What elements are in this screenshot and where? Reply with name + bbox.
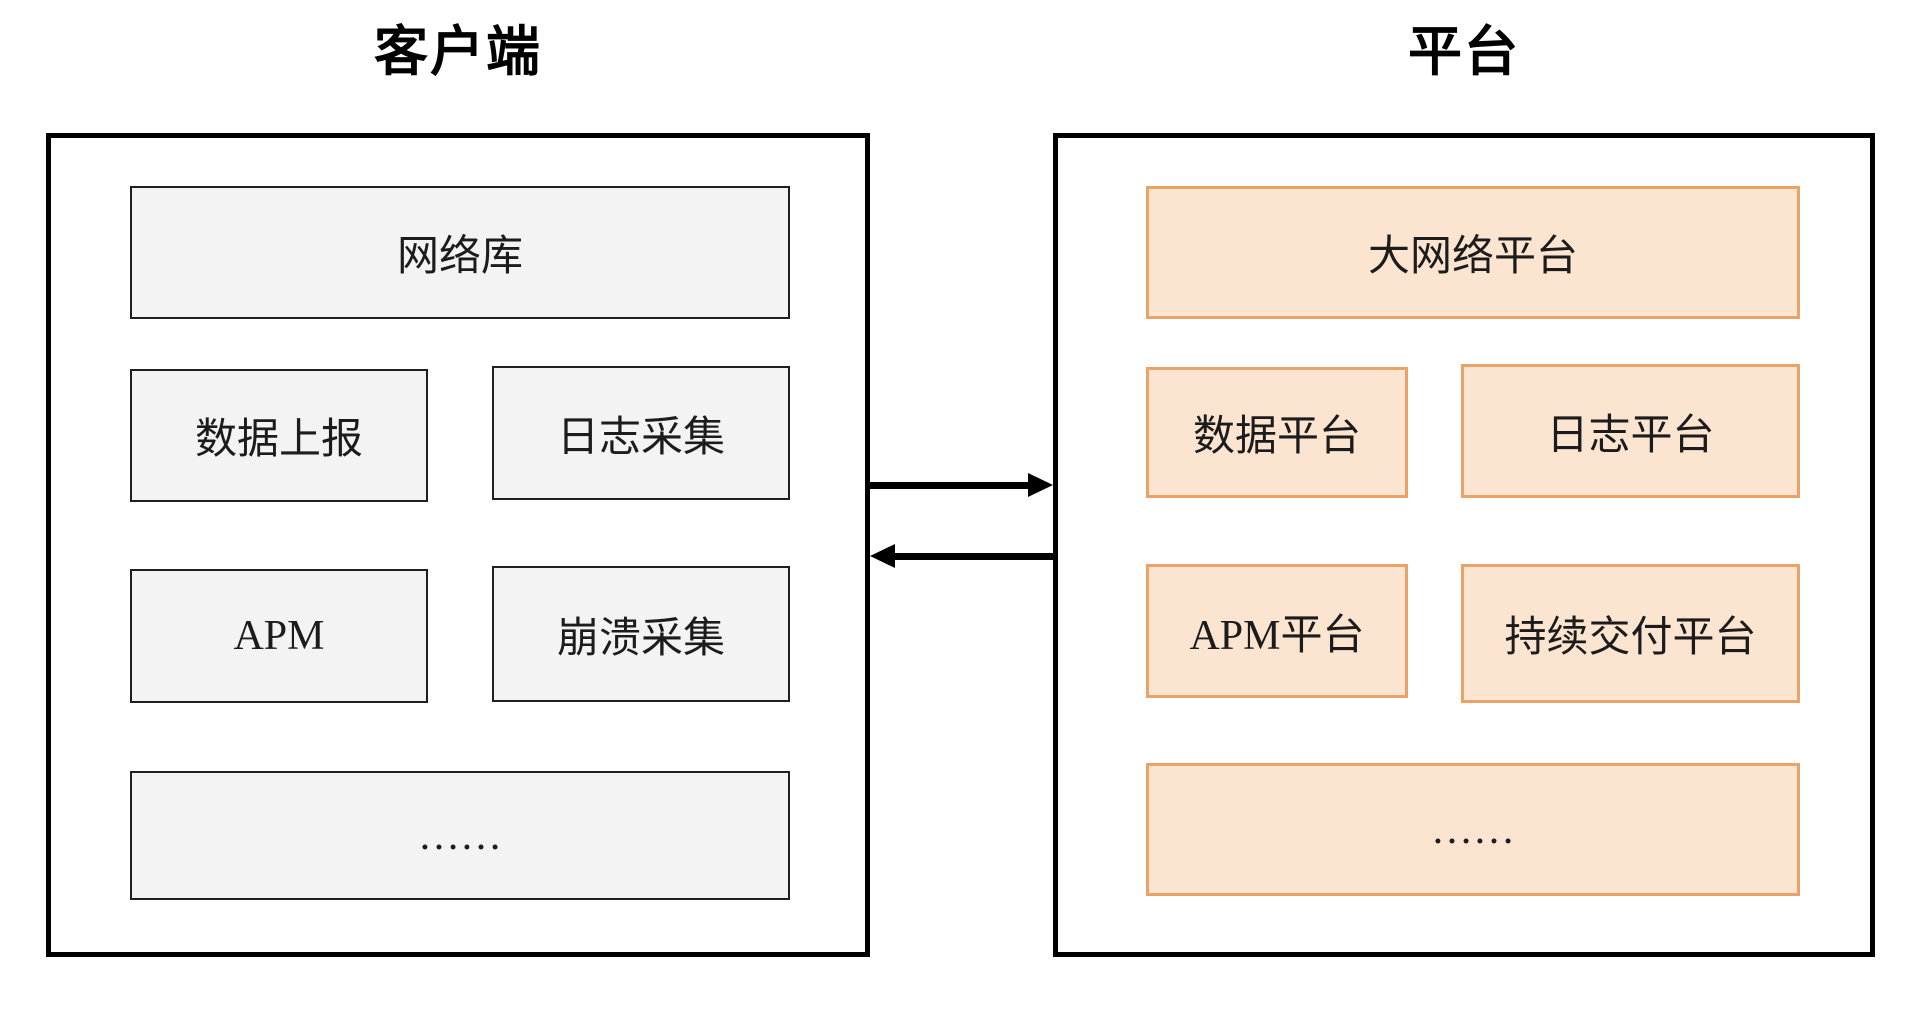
client-panel-title: 客户端	[374, 22, 542, 82]
client-box-data-report-label: 数据上报	[194, 417, 363, 463]
platform-box-big-network-platform: 大网络平台	[1146, 186, 1800, 319]
platform-box-continuous-delivery-platform: 持续交付平台	[1461, 564, 1800, 703]
platform-box-continuous-delivery-platform-label: 持续交付平台	[1504, 615, 1757, 661]
platform-box-data-platform-label: 数据平台	[1192, 414, 1361, 460]
arrow-platform-to-client-head	[870, 544, 895, 568]
client-box-log-collection-label: 日志采集	[556, 414, 725, 461]
client-box-log-collection: 日志采集	[492, 366, 790, 500]
platform-box-log-platform: 日志平台	[1461, 364, 1800, 498]
platform-box-log-platform-label: 日志平台	[1546, 412, 1715, 459]
client-box-ellipsis-label: ……	[418, 812, 502, 859]
client-box-network-library-label: 网络库	[396, 234, 523, 280]
platform-panel-title: 平台	[1408, 22, 1520, 82]
arrow-client-to-platform-head	[1028, 473, 1053, 497]
client-box-crash-collection-label: 崩溃采集	[556, 615, 725, 662]
arrow-client-to-platform-shaft	[870, 482, 1028, 489]
arrow-platform-to-client-shaft	[895, 553, 1053, 560]
platform-box-data-platform: 数据平台	[1146, 367, 1408, 498]
platform-box-ellipsis: ……	[1146, 763, 1800, 896]
arrow-platform-to-client-icon	[870, 544, 1053, 568]
platform-box-ellipsis-label: ……	[1431, 806, 1515, 853]
client-box-data-report: 数据上报	[130, 369, 428, 502]
platform-box-apm-platform-label: APM平台	[1189, 612, 1365, 659]
client-box-network-library: 网络库	[130, 186, 790, 319]
client-box-ellipsis: ……	[130, 771, 790, 900]
client-box-apm: APM	[130, 569, 428, 703]
platform-box-big-network-platform-label: 大网络平台	[1367, 234, 1578, 280]
client-box-crash-collection: 崩溃采集	[492, 566, 790, 702]
platform-box-apm-platform: APM平台	[1146, 564, 1408, 698]
client-box-apm-label: APM	[233, 613, 325, 659]
arrow-client-to-platform-icon	[870, 473, 1053, 497]
